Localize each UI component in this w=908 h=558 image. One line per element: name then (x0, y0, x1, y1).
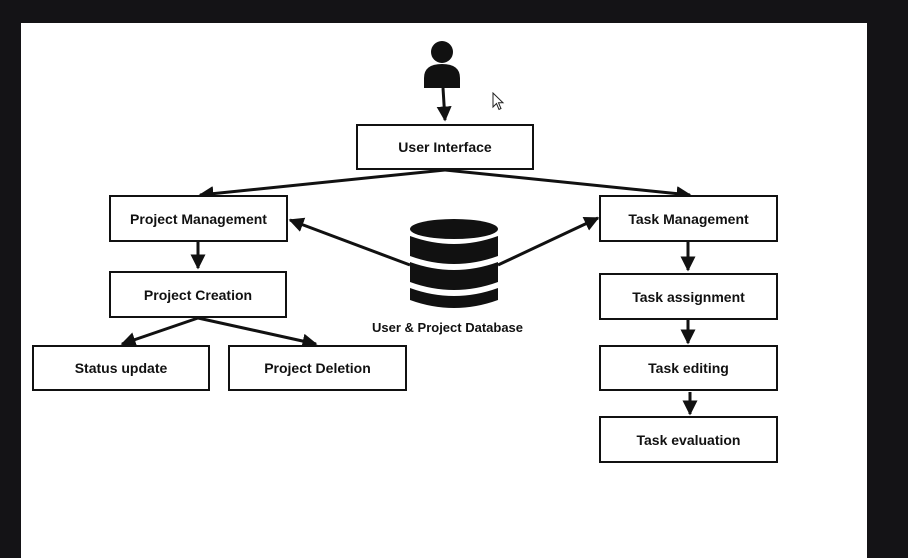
task-management-label: Task Management (628, 210, 749, 227)
project-management-node[interactable]: Project Management (109, 195, 288, 242)
status-update-label: Status update (74, 360, 168, 376)
user-interface-label: User Interface (398, 139, 492, 155)
database-label: User & Project Database (372, 320, 524, 335)
task-assignment-label: Task assignment (632, 288, 745, 305)
database-icon (410, 219, 498, 308)
project-creation-node[interactable]: Project Creation (109, 271, 287, 318)
arrow-creation-to-status-update (120, 316, 199, 347)
user-icon (424, 41, 460, 88)
task-management-node[interactable]: Task Management (599, 195, 778, 242)
task-assignment-node[interactable]: Task assignment (599, 273, 778, 320)
arrow-user-to-interface (436, 87, 452, 122)
task-evaluation-node[interactable]: Task evaluation (599, 416, 778, 463)
project-deletion-label: Project Deletion (264, 360, 371, 376)
arrow-interface-to-project-management (198, 168, 446, 202)
arrow-database-to-task-management (497, 216, 600, 267)
mouse-cursor-icon (492, 92, 505, 111)
status-update-node[interactable]: Status update (32, 345, 210, 391)
user-interface-node[interactable]: User Interface (356, 124, 534, 170)
arrow-database-to-project-management (288, 217, 411, 267)
project-deletion-node[interactable]: Project Deletion (228, 345, 407, 391)
arrow-interface-to-task-management (444, 168, 692, 202)
task-editing-node[interactable]: Task editing (599, 345, 778, 391)
project-creation-label: Project Creation (143, 286, 253, 303)
project-management-label: Project Management (130, 210, 267, 227)
task-evaluation-label: Task evaluation (636, 431, 741, 448)
arrow-creation-to-project-deletion (197, 316, 318, 349)
task-editing-label: Task editing (648, 360, 729, 376)
